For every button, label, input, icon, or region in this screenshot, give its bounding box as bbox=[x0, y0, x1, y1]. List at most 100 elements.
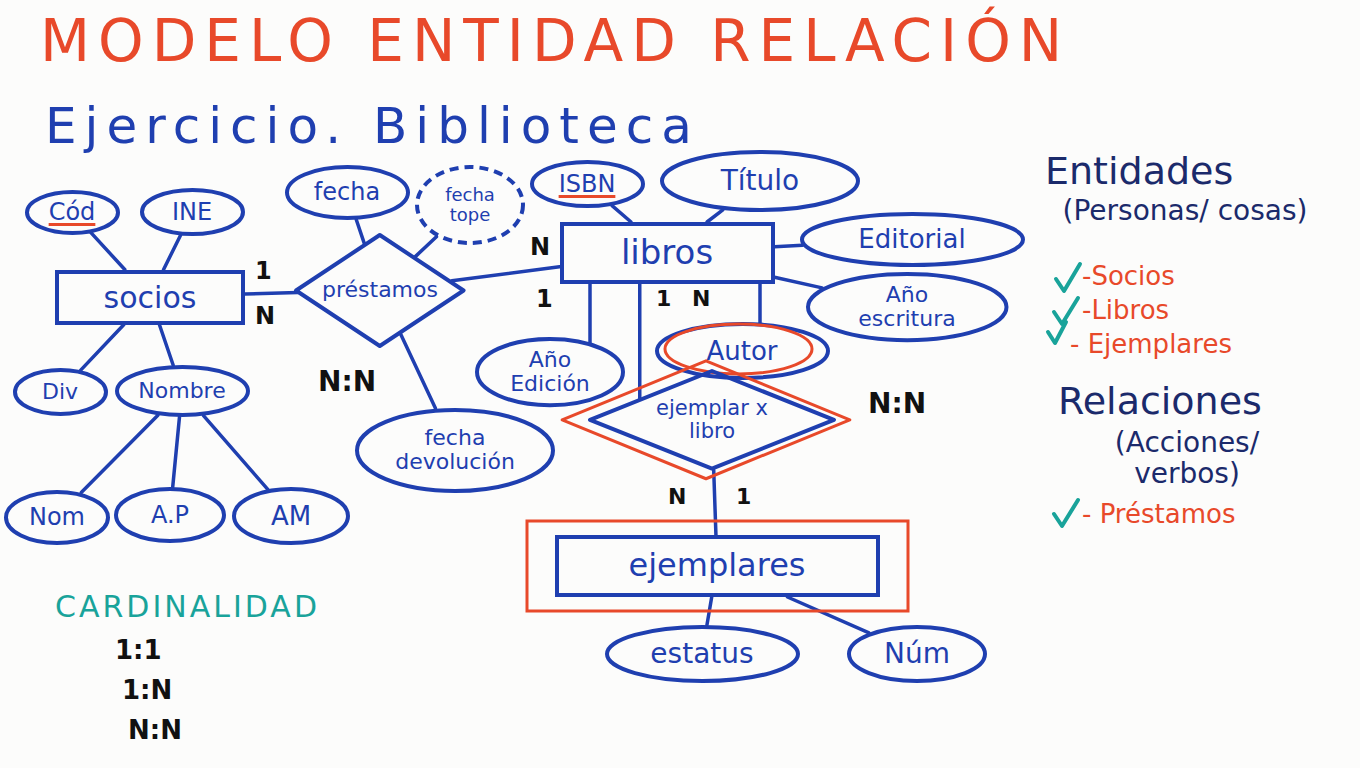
highlight-ellipse bbox=[665, 324, 812, 374]
ellipse-outline bbox=[15, 370, 106, 414]
dashed-attribute-ellipse: fecha tope bbox=[415, 165, 525, 245]
connector bbox=[400, 334, 435, 409]
label-holder: 1:N bbox=[122, 676, 172, 706]
label-holder: N:N bbox=[868, 388, 926, 420]
node-label: Núm bbox=[884, 639, 950, 670]
ellipse-outline bbox=[662, 152, 858, 210]
label-holder: Ejercicio. Biblioteca bbox=[45, 98, 700, 156]
node-label: ejemplar x libro bbox=[653, 397, 771, 443]
attribute-ellipse: Año Edición bbox=[475, 337, 625, 407]
connector-line bbox=[203, 416, 267, 490]
note-heading: CARDINALIDAD bbox=[55, 590, 320, 625]
connector bbox=[164, 235, 181, 269]
node-label: Año Edición bbox=[505, 348, 595, 396]
node-label: INE bbox=[172, 199, 212, 225]
attribute-ellipse: AM bbox=[232, 487, 350, 545]
note-heading: Entidades bbox=[1045, 150, 1233, 194]
cardinality-ratio: N:N bbox=[868, 388, 926, 420]
cardinality-mark: 1 bbox=[656, 286, 671, 311]
node-label: ejemplares bbox=[628, 548, 805, 583]
node-label: Nombre bbox=[138, 379, 225, 403]
ellipse-outline bbox=[116, 489, 224, 541]
connector-line bbox=[612, 206, 631, 222]
connector bbox=[775, 277, 823, 288]
page-title: MODELO ENTIDAD RELACIÓN bbox=[40, 8, 1070, 75]
check-mark bbox=[1048, 322, 1066, 343]
key-attribute-ellipse: Cód bbox=[25, 190, 120, 235]
connector-line bbox=[588, 284, 592, 342]
ellipse-outline bbox=[849, 627, 985, 681]
connector bbox=[245, 292, 298, 294]
list-item: -Libros bbox=[1082, 296, 1169, 326]
entity-rectangle bbox=[57, 272, 243, 323]
cardinality-ratio: N:N bbox=[318, 366, 376, 398]
connector bbox=[775, 245, 803, 247]
composite-attribute-ellipse: Nombre bbox=[115, 365, 250, 417]
connector-line bbox=[81, 415, 158, 492]
label-holder: N bbox=[668, 484, 686, 509]
entity-rectangle bbox=[562, 224, 773, 282]
weak-relationship-diamond bbox=[562, 361, 850, 479]
connector bbox=[590, 284, 591, 342]
connector-line bbox=[164, 235, 181, 269]
check-mark bbox=[1054, 500, 1078, 526]
cardinality-mark: N bbox=[692, 286, 710, 311]
node-label: préstamos bbox=[322, 278, 438, 302]
label-holder: N:N bbox=[128, 716, 182, 746]
connector bbox=[81, 325, 124, 371]
label-holder: 1:1 bbox=[115, 636, 162, 666]
ellipse-outline bbox=[117, 367, 248, 415]
node-label: Nom bbox=[29, 504, 85, 530]
connector bbox=[159, 325, 173, 366]
connector-line bbox=[775, 245, 803, 247]
list-item: - Ejemplares bbox=[1070, 330, 1232, 360]
connector-line bbox=[91, 233, 125, 270]
label-holder: Entidades bbox=[1045, 150, 1233, 194]
ellipse-outline bbox=[142, 190, 243, 234]
connector-line bbox=[356, 219, 364, 243]
node-label: Título bbox=[721, 166, 800, 197]
connector bbox=[416, 237, 437, 257]
connector-line bbox=[452, 267, 560, 281]
entity-box: socios bbox=[55, 270, 245, 325]
connector bbox=[356, 219, 364, 243]
list-item: -Socios bbox=[1082, 262, 1175, 292]
node-label: socios bbox=[104, 281, 197, 314]
connector-line bbox=[245, 292, 298, 294]
connector bbox=[707, 210, 723, 222]
ellipse-outline bbox=[607, 627, 798, 681]
ellipse-outline bbox=[802, 214, 1023, 265]
connector-line bbox=[173, 417, 180, 487]
connector bbox=[91, 233, 125, 270]
cardinality-mark: 1 bbox=[255, 258, 272, 286]
node-label: ISBN bbox=[559, 171, 616, 197]
connector-line bbox=[638, 284, 642, 399]
label-holder: -Libros bbox=[1082, 296, 1169, 326]
attribute-ellipse: A.P bbox=[114, 487, 226, 543]
label-holder: - Préstamos bbox=[1082, 500, 1235, 530]
node-label: fecha bbox=[314, 179, 380, 205]
connector-line bbox=[400, 334, 435, 409]
ellipse-outline bbox=[357, 410, 553, 491]
attribute-ellipse: fecha devolución bbox=[355, 408, 555, 493]
cardinality-type: 1:N bbox=[122, 676, 172, 706]
connector bbox=[173, 417, 180, 487]
note-text: (Acciones/ verbos) bbox=[1062, 428, 1312, 490]
ellipse-outline bbox=[532, 162, 643, 206]
connector-line bbox=[416, 237, 437, 257]
connector-line bbox=[714, 470, 716, 535]
relationship-diamond: ejemplar x libro bbox=[588, 369, 836, 471]
weak-entity-outline bbox=[527, 521, 908, 611]
ellipse-outline bbox=[234, 489, 348, 543]
node-label: Cód bbox=[49, 199, 96, 225]
connector bbox=[203, 416, 267, 490]
note-heading: Relaciones bbox=[1058, 380, 1262, 424]
node-label: Año escritura bbox=[842, 283, 972, 331]
cardinality-type: 1:1 bbox=[115, 636, 162, 666]
node-label: Autor bbox=[706, 337, 777, 366]
attribute-ellipse: INE bbox=[140, 188, 245, 236]
ellipse-outline bbox=[808, 274, 1007, 340]
ellipse-outline bbox=[477, 339, 623, 405]
ellipse-outline bbox=[287, 167, 408, 218]
node-label: AM bbox=[271, 502, 311, 531]
